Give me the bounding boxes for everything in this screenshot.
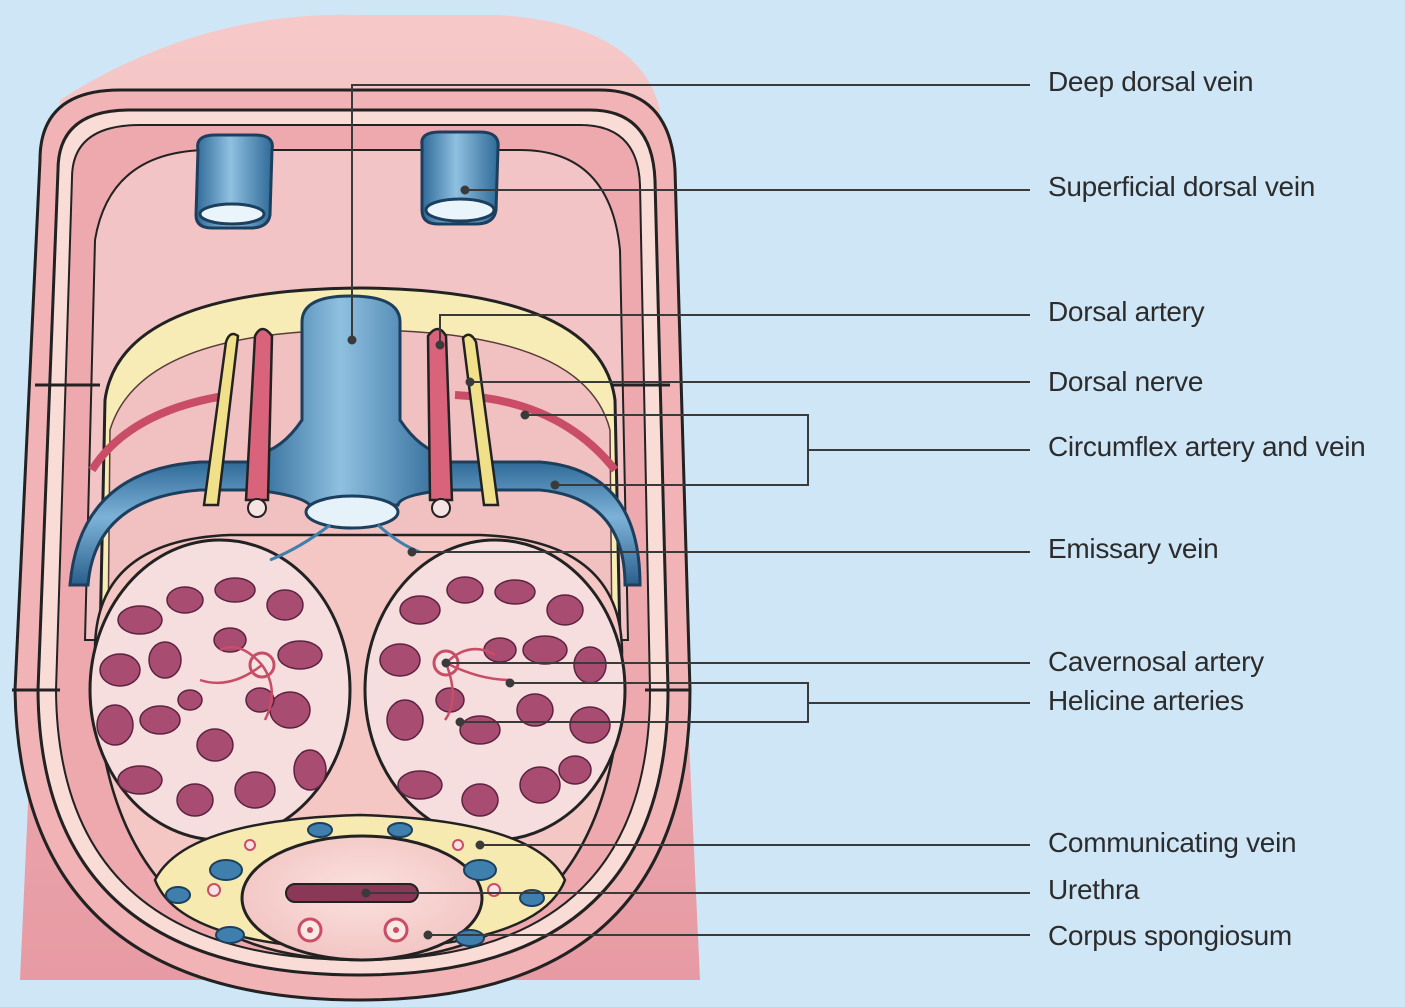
superficial-dorsal-vein-left: [196, 135, 272, 228]
label-dorsal-nerve: Dorsal nerve: [1048, 366, 1203, 398]
label-deep-dorsal-vein: Deep dorsal vein: [1048, 66, 1253, 98]
label-helicine-arteries: Helicine arteries: [1048, 685, 1244, 717]
label-cavernosal-artery: Cavernosal artery: [1048, 646, 1264, 678]
label-dorsal-artery: Dorsal artery: [1048, 296, 1204, 328]
label-communicating-vein: Communicating vein: [1048, 827, 1296, 859]
superficial-dorsal-vein-right: [422, 132, 498, 224]
label-superficial-dorsal-vein: Superficial dorsal vein: [1048, 171, 1315, 203]
label-circumflex-artery-and-vein: Circumflex artery and vein: [1048, 431, 1365, 463]
label-corpus-spongiosum: Corpus spongiosum: [1048, 920, 1292, 952]
corpus-cavernosum-right: [365, 540, 625, 840]
label-emissary-vein: Emissary vein: [1048, 533, 1218, 565]
label-urethra: Urethra: [1048, 874, 1139, 906]
corpus-cavernosum-left: [90, 540, 350, 840]
corpus-spongiosum: [242, 836, 482, 960]
